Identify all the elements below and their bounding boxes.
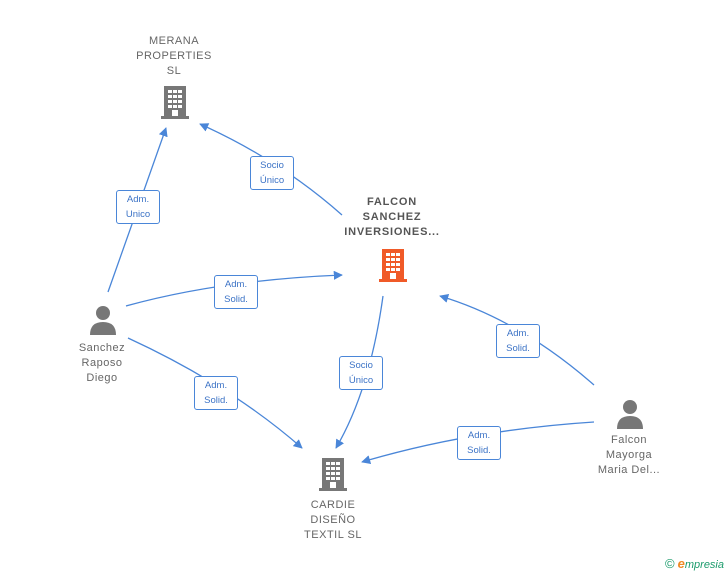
company-node-cardie[interactable]: CARDIE DISEÑO TEXTIL SL — [278, 456, 388, 548]
relation-badge-adm-solid[interactable]: Adm. Solid. — [214, 275, 258, 309]
relation-badge-socio-unico[interactable]: Socio Único — [339, 356, 383, 390]
company-node-merana[interactable]: MERANA PROPERTIES SL — [118, 34, 230, 124]
brand-name: mpresia — [684, 559, 724, 571]
company-node-falcon-inversiones[interactable]: FALCON SANCHEZ INVERSIONES... — [322, 195, 462, 285]
company-label-falcon-inversiones: FALCON SANCHEZ INVERSIONES... — [344, 196, 440, 238]
building-icon — [161, 86, 189, 119]
building-icon-highlighted — [379, 249, 407, 282]
relation-badge-adm-solid[interactable]: Adm. Solid. — [194, 376, 238, 410]
brand-logo-letter: e — [677, 556, 685, 571]
person-node-sanchez-raposo[interactable]: Sanchez Raposo Diego — [60, 304, 144, 388]
person-icon — [90, 306, 116, 335]
relation-badge-adm-solid[interactable]: Adm. Solid. — [496, 324, 540, 358]
empresia-watermark: ©empresia — [665, 556, 724, 571]
company-label-cardie: CARDIE DISEÑO TEXTIL SL — [304, 499, 362, 541]
copyright-symbol: © — [665, 556, 675, 571]
person-node-falcon-mayorga[interactable]: Falcon Mayorga Maria Del... — [584, 398, 674, 482]
relation-badge-adm-unico[interactable]: Adm. Unico — [116, 190, 160, 224]
company-label-merana: MERANA PROPERTIES SL — [136, 35, 212, 77]
relation-badge-adm-solid[interactable]: Adm. Solid. — [457, 426, 501, 460]
person-label-falcon-mayorga: Falcon Mayorga Maria Del... — [597, 434, 661, 476]
person-icon — [617, 400, 643, 429]
person-label-sanchez-raposo: Sanchez Raposo Diego — [78, 342, 126, 384]
building-icon — [319, 458, 347, 491]
relation-badge-socio-unico[interactable]: Socio Único — [250, 156, 294, 190]
